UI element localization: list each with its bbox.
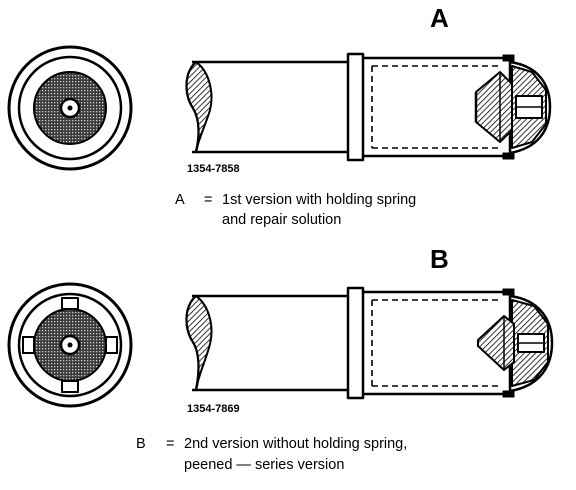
version-a-part-number: 1354-7858: [187, 163, 240, 175]
version-b-part-number: 1354-7869: [187, 403, 240, 415]
version-b-caption-line2: peened — series version: [184, 457, 344, 473]
side-view-b: [185, 286, 554, 400]
version-a-caption-eq: =: [204, 192, 212, 208]
side-view-a: [185, 52, 552, 162]
version-a-caption-key: A: [175, 192, 185, 208]
version-a-letter: A: [430, 3, 449, 33]
end-view-b: [7, 282, 133, 408]
version-b-caption-eq: =: [166, 436, 174, 452]
version-a-caption-line1: 1st version with holding spring: [222, 192, 416, 208]
version-b-caption-key: B: [136, 436, 146, 452]
end-view-a: [7, 45, 133, 171]
version-b-caption-line1: 2nd version without holding spring,: [184, 436, 407, 452]
version-a-caption-line2: and repair solution: [222, 212, 341, 228]
version-b-letter: B: [430, 244, 449, 274]
